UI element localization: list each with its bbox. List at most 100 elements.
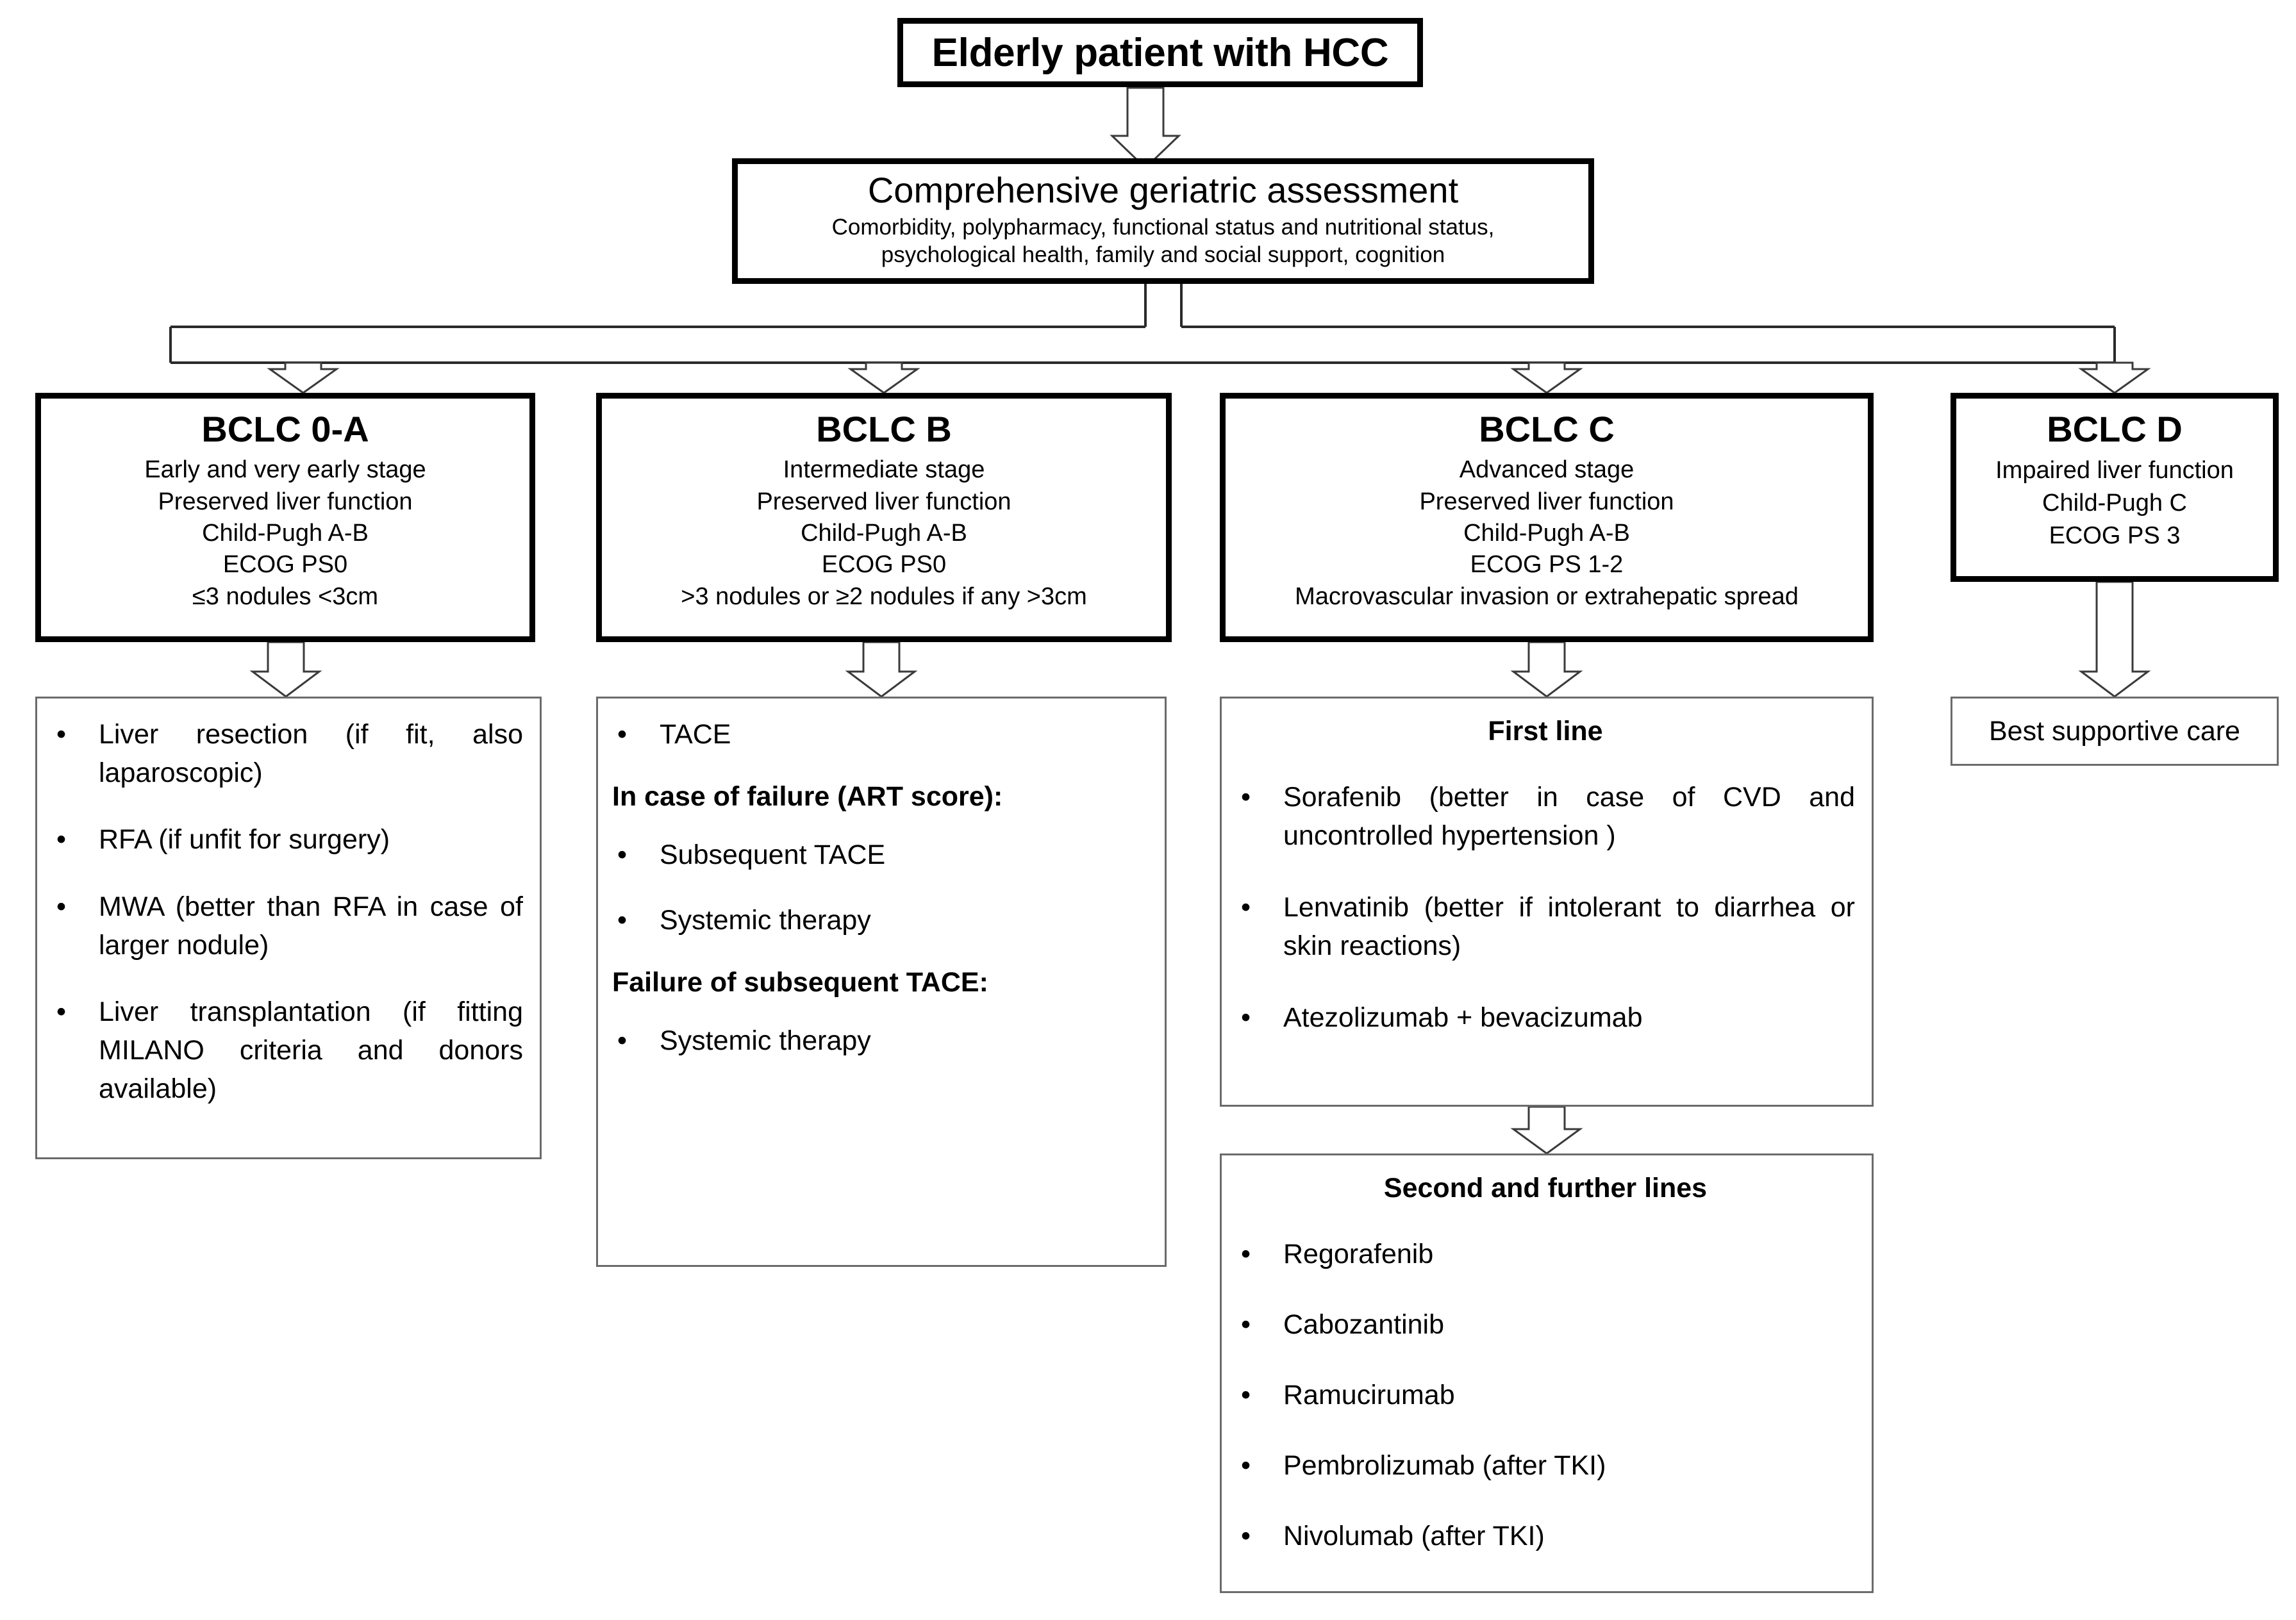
bclc-c-line: Advanced stage	[1459, 456, 1635, 484]
connector-bus-to-bclc-0-a	[267, 361, 340, 394]
assessment-heading: Comprehensive geriatric assessment	[867, 170, 1459, 210]
connector-first-line-to-second-line	[1510, 1105, 1583, 1155]
bclc-0-a-line: Early and very early stage	[144, 456, 426, 484]
bclc-c-line: Preserved liver function	[1419, 488, 1674, 515]
list-item: • Regorafenib	[1236, 1235, 1855, 1273]
bullet-icon: •	[1241, 1521, 1251, 1552]
list-item: • Ramucirumab	[1236, 1376, 1855, 1414]
list-item: • Systemic therapy	[612, 1021, 1148, 1060]
bclc-d-line: Child-Pugh C	[2042, 490, 2187, 517]
treatment-text: TACE	[660, 719, 731, 750]
treatment-text: Nivolumab (after TKI)	[1283, 1521, 1545, 1552]
treatment-text: Regorafenib	[1283, 1238, 1434, 1269]
bclc-c-line: Child-Pugh A-B	[1463, 519, 1630, 547]
bclc-b-line: Child-Pugh A-B	[801, 519, 967, 547]
bclc-c-title: BCLC C	[1479, 409, 1615, 449]
list-item: • RFA (if unfit for surgery)	[51, 820, 523, 859]
bclc-d-line: Impaired liver function	[1995, 457, 2234, 484]
treatment-text: Ramucirumab	[1283, 1379, 1455, 1410]
treatment-text: Cabozantinib	[1283, 1309, 1445, 1340]
connector-bus-to-bclc-b	[847, 361, 920, 394]
list-item: • Systemic therapy	[612, 901, 1148, 939]
bclc-0-a-line: Child-Pugh A-B	[202, 519, 369, 547]
connector-bclc-b-to-treatment	[845, 641, 918, 698]
heading-failure-of-subsequent-tace: Failure of subsequent TACE:	[612, 967, 988, 998]
treatment-text: MWA (better than RFA in case of larger n…	[99, 891, 523, 961]
node-comprehensive-geriatric-assessment: Comprehensive geriatric assessment Comor…	[732, 158, 1594, 284]
heading-in-case-of-failure: In case of failure (ART score):	[612, 781, 1003, 813]
connector-root-to-assessment	[1110, 87, 1181, 170]
treatment-text: Systemic therapy	[660, 1025, 871, 1056]
bclc-b-line: Preserved liver function	[756, 488, 1011, 515]
bullet-icon: •	[1241, 1309, 1251, 1340]
list-item: • TACE	[612, 715, 1148, 754]
node-treatment-bclc-b: • TACE In case of failure (ART score): •…	[596, 697, 1167, 1267]
bclc-d-line: ECOG PS 3	[2049, 522, 2181, 549]
treatment-text: Pembrolizumab (after TKI)	[1283, 1450, 1606, 1482]
bullet-icon: •	[56, 996, 67, 1027]
treatment-text: Lenvatinib (better if intolerant to diar…	[1283, 891, 1855, 962]
bullet-icon: •	[1241, 1002, 1251, 1034]
treatment-text: Liver resection (if fit, also laparoscop…	[99, 719, 523, 789]
bullet-icon: •	[1241, 1238, 1251, 1269]
treatment-text: Sorafenib (better in case of CVD and unc…	[1283, 781, 1855, 851]
bclc-d-title: BCLC D	[2047, 409, 2183, 449]
bullet-icon: •	[56, 824, 67, 855]
bullet-icon: •	[1241, 1379, 1251, 1410]
heading-first-line: First line	[1488, 716, 1603, 747]
connector-bclc-d-to-supportive-care	[2078, 581, 2151, 698]
bclc-b-line: Intermediate stage	[783, 456, 985, 484]
bullet-icon: •	[56, 891, 67, 922]
connector-assessment-bus	[169, 284, 2116, 364]
assessment-line-2: psychological health, family and social …	[881, 242, 1445, 268]
bullet-icon: •	[56, 719, 67, 750]
bclc-b-line: ECOG PS0	[821, 551, 947, 579]
bullet-icon: •	[1241, 1450, 1251, 1482]
list-item: • Cabozantinib	[1236, 1305, 1855, 1344]
connector-bclc-0-a-to-treatment	[249, 641, 322, 698]
bullet-icon: •	[1241, 781, 1251, 813]
node-treatment-bclc-0-a: • Liver resection (if fit, also laparosc…	[35, 697, 542, 1159]
bclc-b-title: BCLC B	[816, 409, 952, 449]
list-item: • Liver transplantation (if fitting MILA…	[51, 993, 523, 1109]
treatment-text: Systemic therapy	[660, 904, 871, 936]
treatment-text: Subsequent TACE	[660, 839, 886, 870]
list-item: • Subsequent TACE	[612, 836, 1148, 874]
bclc-b-line: >3 nodules or ≥2 nodules if any >3cm	[681, 583, 1087, 610]
node-bclc-d: BCLC D Impaired liver function Child-Pug…	[1951, 393, 2279, 582]
bullet-icon: •	[617, 719, 628, 750]
best-supportive-care-label: Best supportive care	[1989, 715, 2240, 747]
connector-bus-to-bclc-c	[1510, 361, 1583, 394]
list-item: • Liver resection (if fit, also laparosc…	[51, 715, 523, 792]
node-treatment-first-line: First line • Sorafenib (better in case o…	[1220, 697, 1874, 1107]
bclc-c-line: ECOG PS 1-2	[1470, 551, 1624, 579]
bclc-0-a-line: Preserved liver function	[158, 488, 413, 515]
node-bclc-c: BCLC C Advanced stage Preserved liver fu…	[1220, 393, 1874, 642]
node-elderly-patient-hcc: Elderly patient with HCC	[897, 18, 1423, 87]
bullet-icon: •	[1241, 891, 1251, 923]
node-bclc-0-a: BCLC 0-A Early and very early stage Pres…	[35, 393, 535, 642]
list-item: • MWA (better than RFA in case of larger…	[51, 888, 523, 964]
node-bclc-b: BCLC B Intermediate stage Preserved live…	[596, 393, 1172, 642]
list-item: • Sorafenib (better in case of CVD and u…	[1236, 778, 1855, 855]
bullet-icon: •	[617, 904, 628, 936]
list-item: • Pembrolizumab (after TKI)	[1236, 1446, 1855, 1485]
node-best-supportive-care: Best supportive care	[1951, 697, 2279, 766]
connector-bus-to-bclc-d	[2078, 361, 2151, 394]
connector-bclc-c-to-first-line	[1510, 641, 1583, 698]
treatment-text: Atezolizumab + bevacizumab	[1283, 1002, 1643, 1034]
node-treatment-second-and-further-lines: Second and further lines • Regorafenib •…	[1220, 1153, 1874, 1593]
bullet-icon: •	[617, 839, 628, 870]
bclc-0-a-line: ECOG PS0	[222, 551, 348, 579]
treatment-text: RFA (if unfit for surgery)	[99, 824, 390, 855]
bclc-0-a-title: BCLC 0-A	[201, 409, 369, 449]
treatment-text: Liver transplantation (if fitting MILANO…	[99, 996, 523, 1105]
bclc-c-line: Macrovascular invasion or extrahepatic s…	[1295, 583, 1799, 610]
assessment-line-1: Comorbidity, polypharmacy, functional st…	[831, 214, 1495, 240]
list-item: • Nivolumab (after TKI)	[1236, 1517, 1855, 1555]
root-label: Elderly patient with HCC	[931, 30, 1389, 75]
heading-second-and-further-lines: Second and further lines	[1383, 1173, 1708, 1203]
bclc-0-a-line: ≤3 nodules <3cm	[192, 583, 379, 610]
list-item: • Lenvatinib (better if intolerant to di…	[1236, 888, 1855, 965]
